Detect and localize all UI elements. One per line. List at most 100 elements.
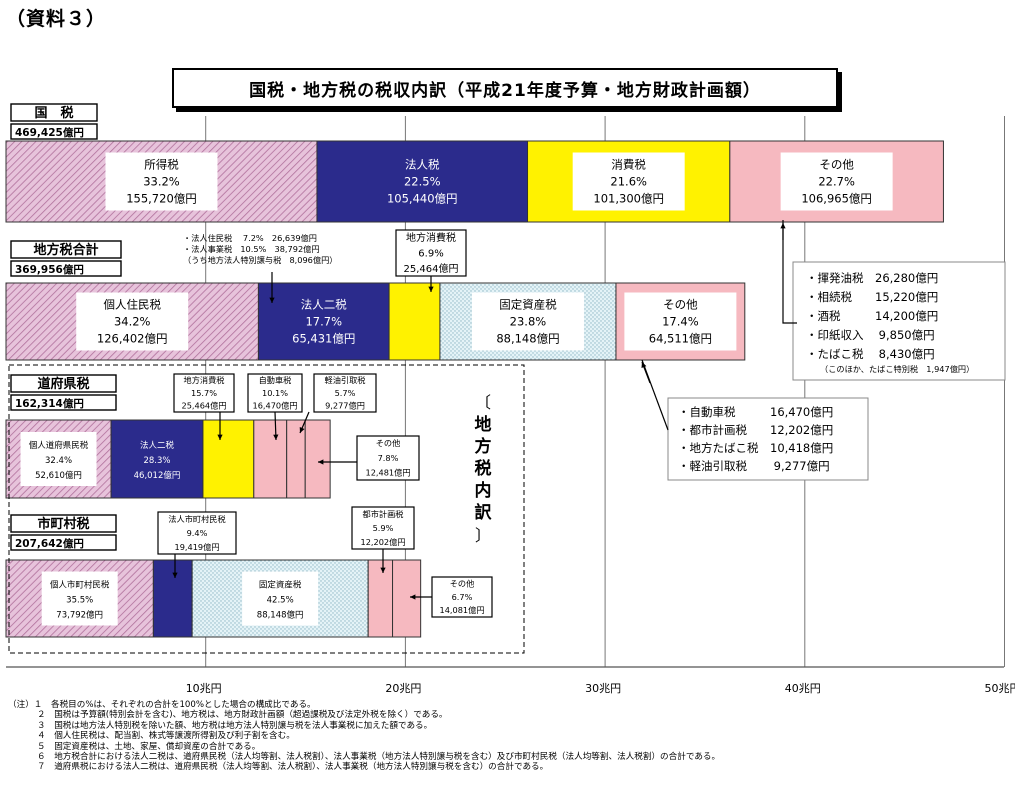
local-other-item: ・都市計画税 12,202億円	[678, 423, 833, 437]
bar-segment-label: その他	[819, 158, 854, 172]
group-total-label: 369,956億円	[15, 263, 84, 276]
corp-note-text: （うち地方法人特別譲与税 8,096億円）	[183, 255, 337, 265]
bracket-char: 〕	[475, 526, 491, 545]
bar-segment-label: 固定資産税	[259, 580, 302, 591]
footnote: ２ 国税は予算額(特別会計を含む)、地方税は、地方財政計画額（超過課税及び法定外…	[37, 710, 448, 721]
local-other-item: ・地方たばこ税 10,418億円	[678, 441, 833, 455]
group-total-box	[10, 534, 117, 551]
footnote: ６ 地方税合計における法人二税は、道府県民税（法人均等割、法人税割）、法人事業税…	[37, 752, 721, 763]
corp-note-text: ・法人事業税 10.5% 38,792億円	[183, 244, 320, 254]
arrow-head	[269, 297, 275, 303]
callout-text: 5.9%	[373, 523, 394, 533]
local-other-item: ・軽油引取税 9,277億円	[678, 459, 830, 473]
bar-segment	[367, 559, 394, 638]
group-total-box	[10, 260, 122, 277]
bar-segment-label: 101,300億円	[593, 192, 664, 206]
bar-label-box	[76, 292, 189, 351]
callout-text: 19,419億円	[174, 542, 219, 552]
bar-segment-label: 法人二税	[301, 298, 347, 312]
group-header-box	[10, 514, 117, 533]
bar-segment-label: 105,440億円	[387, 192, 458, 206]
vertical-label-char: 方	[475, 436, 492, 457]
bar-label-box	[572, 152, 685, 211]
callout-box	[173, 373, 235, 413]
bar-segment-label: 17.7%	[305, 315, 342, 329]
callout-box	[431, 576, 493, 618]
bar-label-box	[471, 292, 584, 351]
bar-segment-label: 65,431億円	[292, 332, 355, 346]
x-tick-label: 20兆円	[385, 682, 421, 695]
bar-segment-label: 22.7%	[818, 175, 855, 189]
bar-segment-label: 52,610億円	[35, 470, 82, 481]
callout-text: 法人市町村民税	[168, 514, 225, 524]
arrow-head	[318, 459, 324, 465]
callout-box	[247, 373, 303, 413]
bar-segment-label: 法人二税	[140, 440, 175, 451]
arrow-head	[299, 427, 305, 433]
bar-segment-label: 46,012億円	[134, 470, 181, 481]
callout-local-consumption	[395, 229, 467, 277]
arrow-head	[410, 594, 416, 600]
callout-text: 軽油引取税	[325, 375, 366, 385]
x-tick-label: 10兆円	[186, 682, 222, 695]
callout-text: 9,277億円	[325, 401, 365, 411]
footnote: （注）１ 各税目の%は、それぞれの合計を100%とした場合の構成比である。	[8, 700, 316, 710]
arrow-head	[217, 434, 223, 440]
bar-segment-label: 35.5%	[66, 596, 93, 606]
callout-text: 地方消費税	[406, 231, 456, 244]
arrow-head	[641, 362, 647, 368]
group-header-label: 道府県税	[37, 376, 89, 392]
callout-text: 5.7%	[335, 388, 356, 398]
group-header-label: 市町村税	[37, 516, 89, 532]
callout-text: 7.8%	[378, 453, 399, 463]
group-header-label: 地方税合計	[33, 242, 98, 258]
document-label: （資料３）	[6, 8, 107, 30]
bracket-char: 〔	[475, 393, 491, 412]
footnotes: （注）１ 各税目の%は、それぞれの合計を100%とした場合の構成比である。 ２ …	[8, 700, 720, 773]
bar-segment-label: 42.5%	[267, 596, 294, 606]
bar-segment-label: 88,148億円	[496, 332, 559, 346]
callout-text: その他	[376, 438, 401, 448]
group-header-box	[10, 240, 122, 259]
bar-segment-label: 88,148億円	[257, 610, 304, 621]
bar-segment-label: その他	[663, 298, 698, 312]
bar-segment-label: 32.4%	[45, 456, 72, 466]
arrow-head	[428, 286, 434, 292]
callout-text: 地方消費税	[184, 375, 225, 385]
callout-text: 6.9%	[418, 249, 443, 260]
breakdown-region	[8, 364, 525, 654]
bar-segment-label: 法人税	[405, 158, 440, 172]
national-other-note: （このほか、たばこ特別税 1,947億円）	[820, 364, 974, 374]
x-tick-label: 40兆円	[785, 682, 821, 695]
bar-segment-label: 64,511億円	[649, 332, 712, 346]
bar-segment	[257, 282, 390, 361]
corp-note-text: ・法人住民税 7.2% 26,639億円	[183, 233, 317, 243]
bar-segment-label: 22.5%	[404, 175, 441, 189]
national-other-detail-box	[792, 261, 1006, 381]
callout-text: 9.4%	[187, 528, 208, 538]
callout-text: 12,202億円	[360, 537, 405, 547]
arrow-head	[380, 567, 386, 573]
callout-box	[356, 435, 420, 481]
arrow-head	[273, 434, 279, 440]
national-other-item: ・相続税 15,220億円	[806, 290, 938, 304]
bar-segment-label: 所得税	[144, 158, 179, 172]
group-header-box	[10, 103, 98, 122]
bar-segment-label: 個人住民税	[103, 298, 161, 312]
vertical-label-char: 内	[475, 480, 492, 501]
bar-segment-label: 73,792億円	[56, 610, 103, 621]
bar-segment-label: 34.2%	[114, 315, 151, 329]
x-tick-label: 30兆円	[585, 682, 621, 695]
bar-segment-label: 固定資産税	[499, 298, 557, 312]
callout-text: 12,481億円	[365, 468, 410, 478]
bar-segment-label: 33.2%	[143, 175, 180, 189]
local-other-detail-box	[667, 397, 869, 481]
callout-text: 6.7%	[452, 592, 473, 602]
bar-segment-label: 23.8%	[510, 315, 547, 329]
bar-segment	[152, 559, 193, 638]
group-header-label: 国 税	[34, 105, 73, 121]
callout-text: 16,470億円	[252, 401, 297, 411]
bar-segment-label: 106,965億円	[801, 192, 872, 206]
callout-text: 15.7%	[191, 388, 217, 398]
